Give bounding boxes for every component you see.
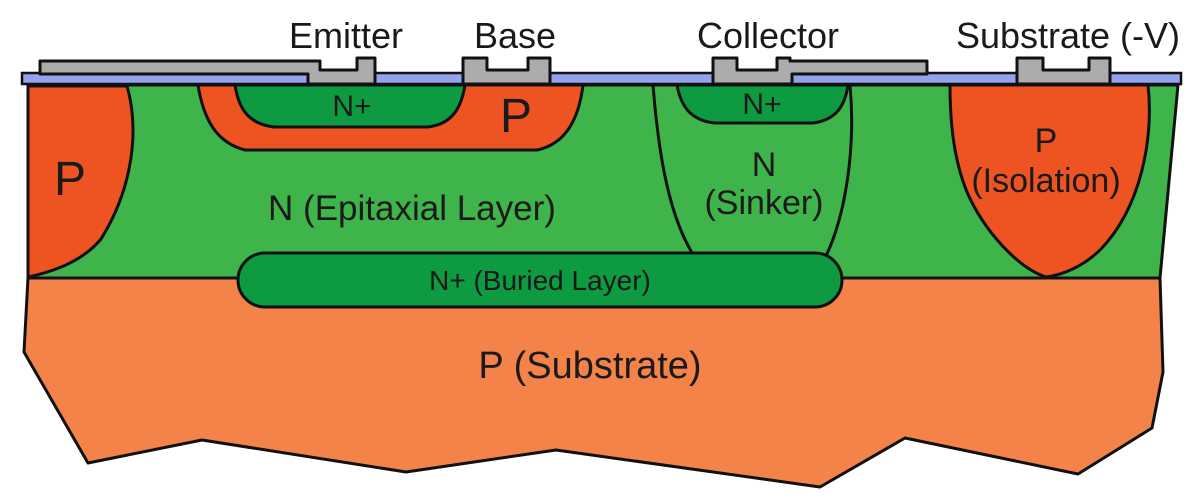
region-p-isolation: [948, 83, 1151, 279]
emitter-metal-contact: [38, 56, 377, 86]
label-substrate-terminal: Substrate (-V): [956, 15, 1180, 56]
label-collector-terminal: Collector: [697, 15, 839, 56]
label-left-p: P: [54, 153, 86, 206]
collector-metal-contact: [711, 56, 929, 86]
metal-layer: [38, 56, 1112, 86]
label-emitter-terminal: Emitter: [289, 15, 403, 56]
label-buried-layer: N+ (Buried Layer): [429, 265, 651, 296]
label-isolation-line2: (Isolation): [971, 162, 1120, 200]
oxide-segment: [548, 71, 715, 86]
base-metal-contact: [461, 56, 552, 86]
oxide-segment: [1108, 71, 1183, 86]
label-base-terminal: Base: [474, 15, 556, 56]
label-isolation-line1: P: [1035, 122, 1058, 160]
label-epitaxial-layer: N (Epitaxial Layer): [268, 189, 556, 228]
label-base-p: P: [500, 90, 532, 143]
oxide-segment: [373, 71, 465, 86]
substrate-metal-contact: [1015, 56, 1112, 86]
label-emitter-nplus: N+: [332, 90, 371, 123]
label-sinker-line1: N: [752, 146, 777, 184]
region-collector-nplus: [675, 83, 850, 125]
label-sinker-line2: (Sinker): [704, 184, 823, 222]
region-left-p-isolation: [26, 84, 135, 279]
label-collector-nplus: N+: [742, 88, 781, 121]
region-emitter-nplus: [233, 83, 467, 129]
region-nplus-buried-layer: [236, 251, 844, 309]
label-p-substrate: P (Substrate): [478, 345, 701, 387]
region-p-substrate: [22, 276, 1165, 489]
